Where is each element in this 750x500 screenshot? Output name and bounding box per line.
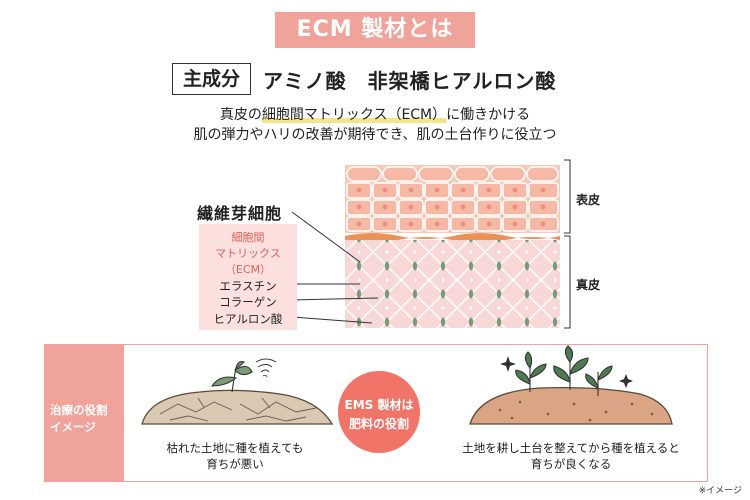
description-line-1: 真皮の細胞間マトリックス（ECM）に働きかける bbox=[0, 104, 750, 124]
image-footnote: ※イメージ bbox=[698, 486, 742, 496]
description-line-2: 肌の弾力やハリの改善が期待でき、肌の土台作りに役立つ bbox=[193, 127, 557, 143]
component-hyaluronic-acid: ヒアルロン酸 bbox=[213, 312, 283, 326]
circle-line: 肥料の役割 bbox=[348, 417, 409, 431]
epidermis-label: 表皮 bbox=[576, 193, 601, 207]
circle-line: EMS 製材は bbox=[344, 398, 414, 412]
fibroblast-label: 繊維芽細胞 bbox=[197, 204, 283, 223]
ingredient-tag: 主成分 bbox=[172, 63, 252, 95]
left-caption-line: 枯れた土地に種を植えても bbox=[166, 441, 304, 455]
epidermis-bracket bbox=[564, 159, 571, 234]
ecm-title-line: マトリックス bbox=[215, 247, 281, 260]
ecm-panel bbox=[199, 224, 297, 330]
collagen-leader bbox=[289, 297, 379, 301]
right-caption: 土地を耕し土台を整えてから種を植えると 育ちが良くなる bbox=[436, 440, 706, 472]
right-caption-line: 土地を耕し土台を整えてから種を植えると bbox=[462, 441, 680, 455]
left-caption: 枯れた土地に種を植えても 育ちが悪い bbox=[135, 440, 335, 472]
description-prefix: 真皮の bbox=[219, 107, 262, 123]
hyaluronic-leader bbox=[291, 316, 373, 324]
dermis-label: 真皮 bbox=[576, 278, 601, 292]
description-highlight: 細胞間マトリックス（ECM） bbox=[261, 107, 447, 123]
page-title: ECM 製材とは bbox=[275, 12, 475, 48]
treatment-side-label: 治療の役割 イメージ bbox=[44, 344, 124, 481]
skin-diagram bbox=[288, 159, 571, 329]
dermis-layer bbox=[345, 240, 560, 328]
wind-icon bbox=[255, 358, 277, 378]
ems-role-circle: EMS 製材は 肥料の役割 bbox=[338, 371, 420, 453]
ecm-title-line: 細胞間 bbox=[231, 231, 265, 244]
component-elastin: エラスチン bbox=[219, 279, 277, 293]
basement-membrane bbox=[345, 233, 560, 243]
fertile-soil-illustration bbox=[469, 345, 673, 425]
component-collagen: コラーゲン bbox=[219, 295, 277, 309]
epidermis-layer bbox=[345, 165, 560, 233]
sparkle-icon bbox=[500, 356, 633, 388]
left-caption-line: 育ちが悪い bbox=[206, 457, 264, 471]
dermis-bracket bbox=[564, 235, 571, 329]
main-ingredient: 主成分 アミノ酸 非架橋ヒアルロン酸 bbox=[172, 62, 556, 96]
ingredient-text: アミノ酸 非架橋ヒアルロン酸 bbox=[263, 68, 557, 93]
description-suffix: に働きかける bbox=[446, 107, 531, 123]
side-label-line: イメージ bbox=[50, 420, 96, 434]
right-caption-line: 育ちが良くなる bbox=[530, 457, 612, 471]
dry-soil-illustration bbox=[141, 358, 334, 425]
side-label-line: 治療の役割 bbox=[50, 403, 108, 417]
ecm-title-line: （ECM） bbox=[224, 263, 272, 276]
fibroblast-leader bbox=[291, 211, 361, 263]
ecm-title: 細胞間 マトリックス （ECM） bbox=[199, 230, 297, 278]
